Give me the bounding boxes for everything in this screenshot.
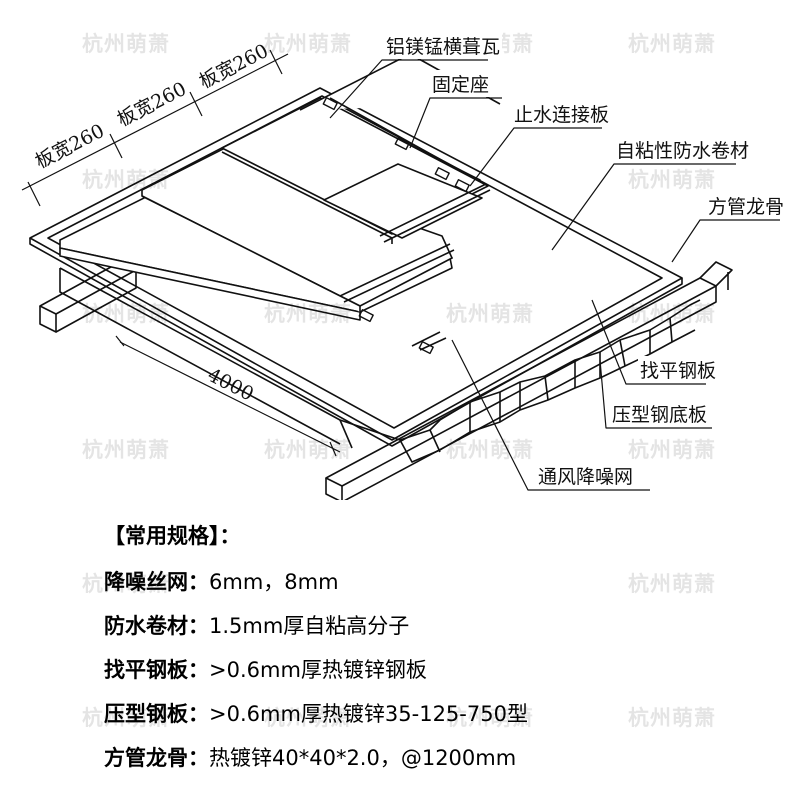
spec-row: 防水卷材：1.5mm厚自粘高分子: [104, 610, 409, 640]
watermark: 杭州萌萧: [82, 438, 170, 462]
watermark: 杭州萌萧: [82, 168, 170, 192]
spec-row: 降噪丝网：6mm，8mm: [104, 566, 339, 596]
label-flashing: 止水连接板: [512, 100, 612, 127]
label-mesh: 通风降噪网: [536, 462, 636, 489]
spec-row: 找平钢板：>0.6mm厚热镀锌钢板: [104, 654, 427, 684]
leader-lines: [329, 59, 780, 491]
spec-title: 【常用规格】：: [104, 520, 241, 550]
label-deck: 压型钢底板: [610, 400, 710, 427]
spec-title-text: 【常用规格】：: [104, 524, 241, 548]
spec-name: 降噪丝网：: [104, 570, 209, 594]
watermark: 杭州萌萧: [264, 32, 352, 56]
watermark: 杭州萌萧: [446, 706, 534, 730]
spec-row: 方管龙骨：热镀锌40*40*2.0，@1200mm: [104, 742, 516, 772]
dimension-lines: [21, 49, 341, 457]
watermark: 杭州萌萧: [628, 302, 716, 326]
watermark: 杭州萌萧: [628, 706, 716, 730]
fixed-seats: [322, 97, 470, 355]
roof-section-drawing: [21, 49, 780, 500]
label-leveling-sheet: 找平钢板: [638, 356, 719, 383]
label-fixed-seat: 固定座: [430, 70, 492, 97]
tile-panels: [59, 53, 501, 351]
watermark: 杭州萌萧: [82, 572, 170, 596]
watermark: 杭州萌萧: [82, 302, 170, 326]
spec-value: >0.6mm厚热镀锌35-125-750型: [209, 702, 528, 726]
watermark: 杭州萌萧: [446, 302, 534, 326]
watermark: 杭州萌萧: [628, 32, 716, 56]
spec-value: >0.6mm厚热镀锌钢板: [209, 658, 427, 682]
spec-row: 压型钢板：>0.6mm厚热镀锌35-125-750型: [104, 698, 528, 728]
spec-name: 防水卷材：: [104, 614, 209, 638]
watermark: 杭州萌萧: [264, 706, 352, 730]
spec-value: 1.5mm厚自粘高分子: [209, 614, 410, 638]
watermark: 杭州萌萧: [264, 302, 352, 326]
label-membrane: 自粘性防水卷材: [614, 136, 752, 163]
watermark: 杭州萌萧: [82, 32, 170, 56]
watermark: 杭州萌萧: [264, 438, 352, 462]
spec-name: 压型钢板：: [104, 702, 209, 726]
watermark: 杭州萌萧: [628, 438, 716, 462]
watermark: 杭州萌萧: [82, 706, 170, 730]
watermark: 杭州萌萧: [446, 438, 534, 462]
watermark: 杭州萌萧: [628, 572, 716, 596]
label-purlin: 方管龙骨: [706, 192, 787, 219]
purlin-square-tubes: [39, 261, 733, 500]
label-tile: 铝镁锰横葺瓦: [384, 32, 503, 59]
spec-value: 6mm，8mm: [209, 570, 339, 594]
spec-value: 热镀锌40*40*2.0，@1200mm: [209, 746, 517, 770]
spec-name: 方管龙骨：: [104, 746, 209, 770]
spec-name: 找平钢板：: [104, 658, 209, 682]
watermark: 杭州萌萧: [628, 168, 716, 192]
